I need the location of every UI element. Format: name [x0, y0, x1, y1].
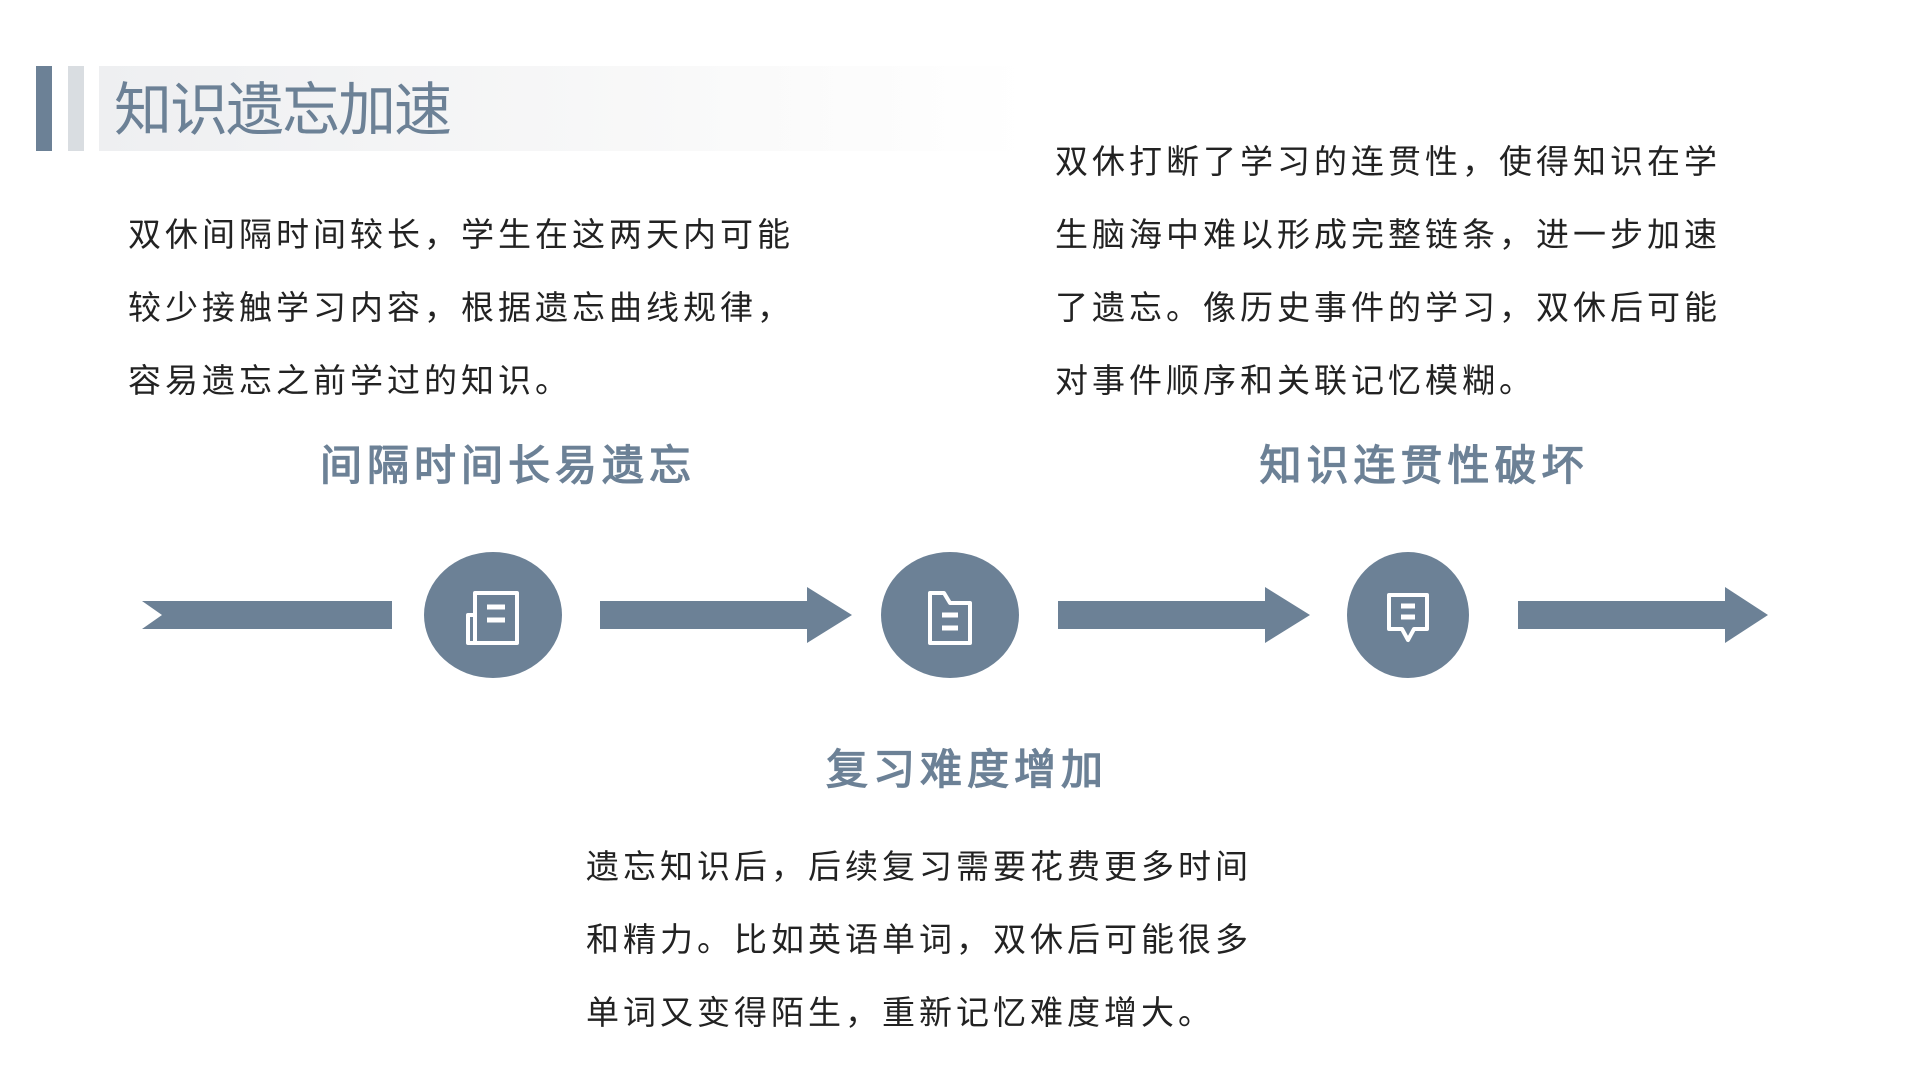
paragraph-continuity: 双休打断了学习的连贯性，使得知识在学 生脑海中难以形成完整链条，进一步加速 了遗…: [1055, 125, 1815, 417]
arrow-segment: [600, 587, 852, 643]
text-line: 对事件顺序和关联记忆模糊。: [1055, 361, 1536, 400]
heading-interval: 间隔时间长易遗忘: [319, 441, 697, 490]
text-line: 了遗忘。像历史事件的学习，双休后可能: [1055, 288, 1721, 327]
text-line: 较少接触学习内容，根据遗忘曲线规律，: [128, 288, 794, 327]
timeline-node-1: [424, 552, 562, 678]
title-accent-bar: [36, 66, 52, 151]
paragraph-review: 遗忘知识后，后续复习需要花费更多时间 和精力。比如英语单词，双休后可能很多 单词…: [586, 830, 1346, 1049]
text-line: 和精力。比如英语单词，双休后可能很多: [586, 920, 1252, 959]
text-line: 双休打断了学习的连贯性，使得知识在学: [1055, 142, 1721, 181]
document-icon: [466, 591, 519, 645]
text-line: 遗忘知识后，后续复习需要花费更多时间: [586, 847, 1252, 886]
text-line: 单词又变得陌生，重新记忆难度增大。: [586, 993, 1215, 1032]
title-accent-bar-light: [68, 66, 84, 151]
message-icon: [1387, 593, 1429, 642]
folder-icon: [928, 591, 972, 645]
page-title: 知识遗忘加速: [114, 76, 452, 144]
text-line: 生脑海中难以形成完整链条，进一步加速: [1055, 215, 1721, 254]
paragraph-interval: 双休间隔时间较长，学生在这两天内可能 较少接触学习内容，根据遗忘曲线规律， 容易…: [128, 198, 888, 417]
arrow-segment: [1058, 587, 1310, 643]
heading-continuity: 知识连贯性破坏: [1259, 441, 1589, 490]
text-line: 双休间隔时间较长，学生在这两天内可能: [128, 215, 794, 254]
arrow-tail-segment: [142, 601, 392, 629]
text-line: 容易遗忘之前学过的知识。: [128, 361, 572, 400]
heading-review: 复习难度增加: [825, 745, 1109, 794]
title-background: [99, 66, 1029, 151]
arrow-segment: [1518, 587, 1768, 643]
